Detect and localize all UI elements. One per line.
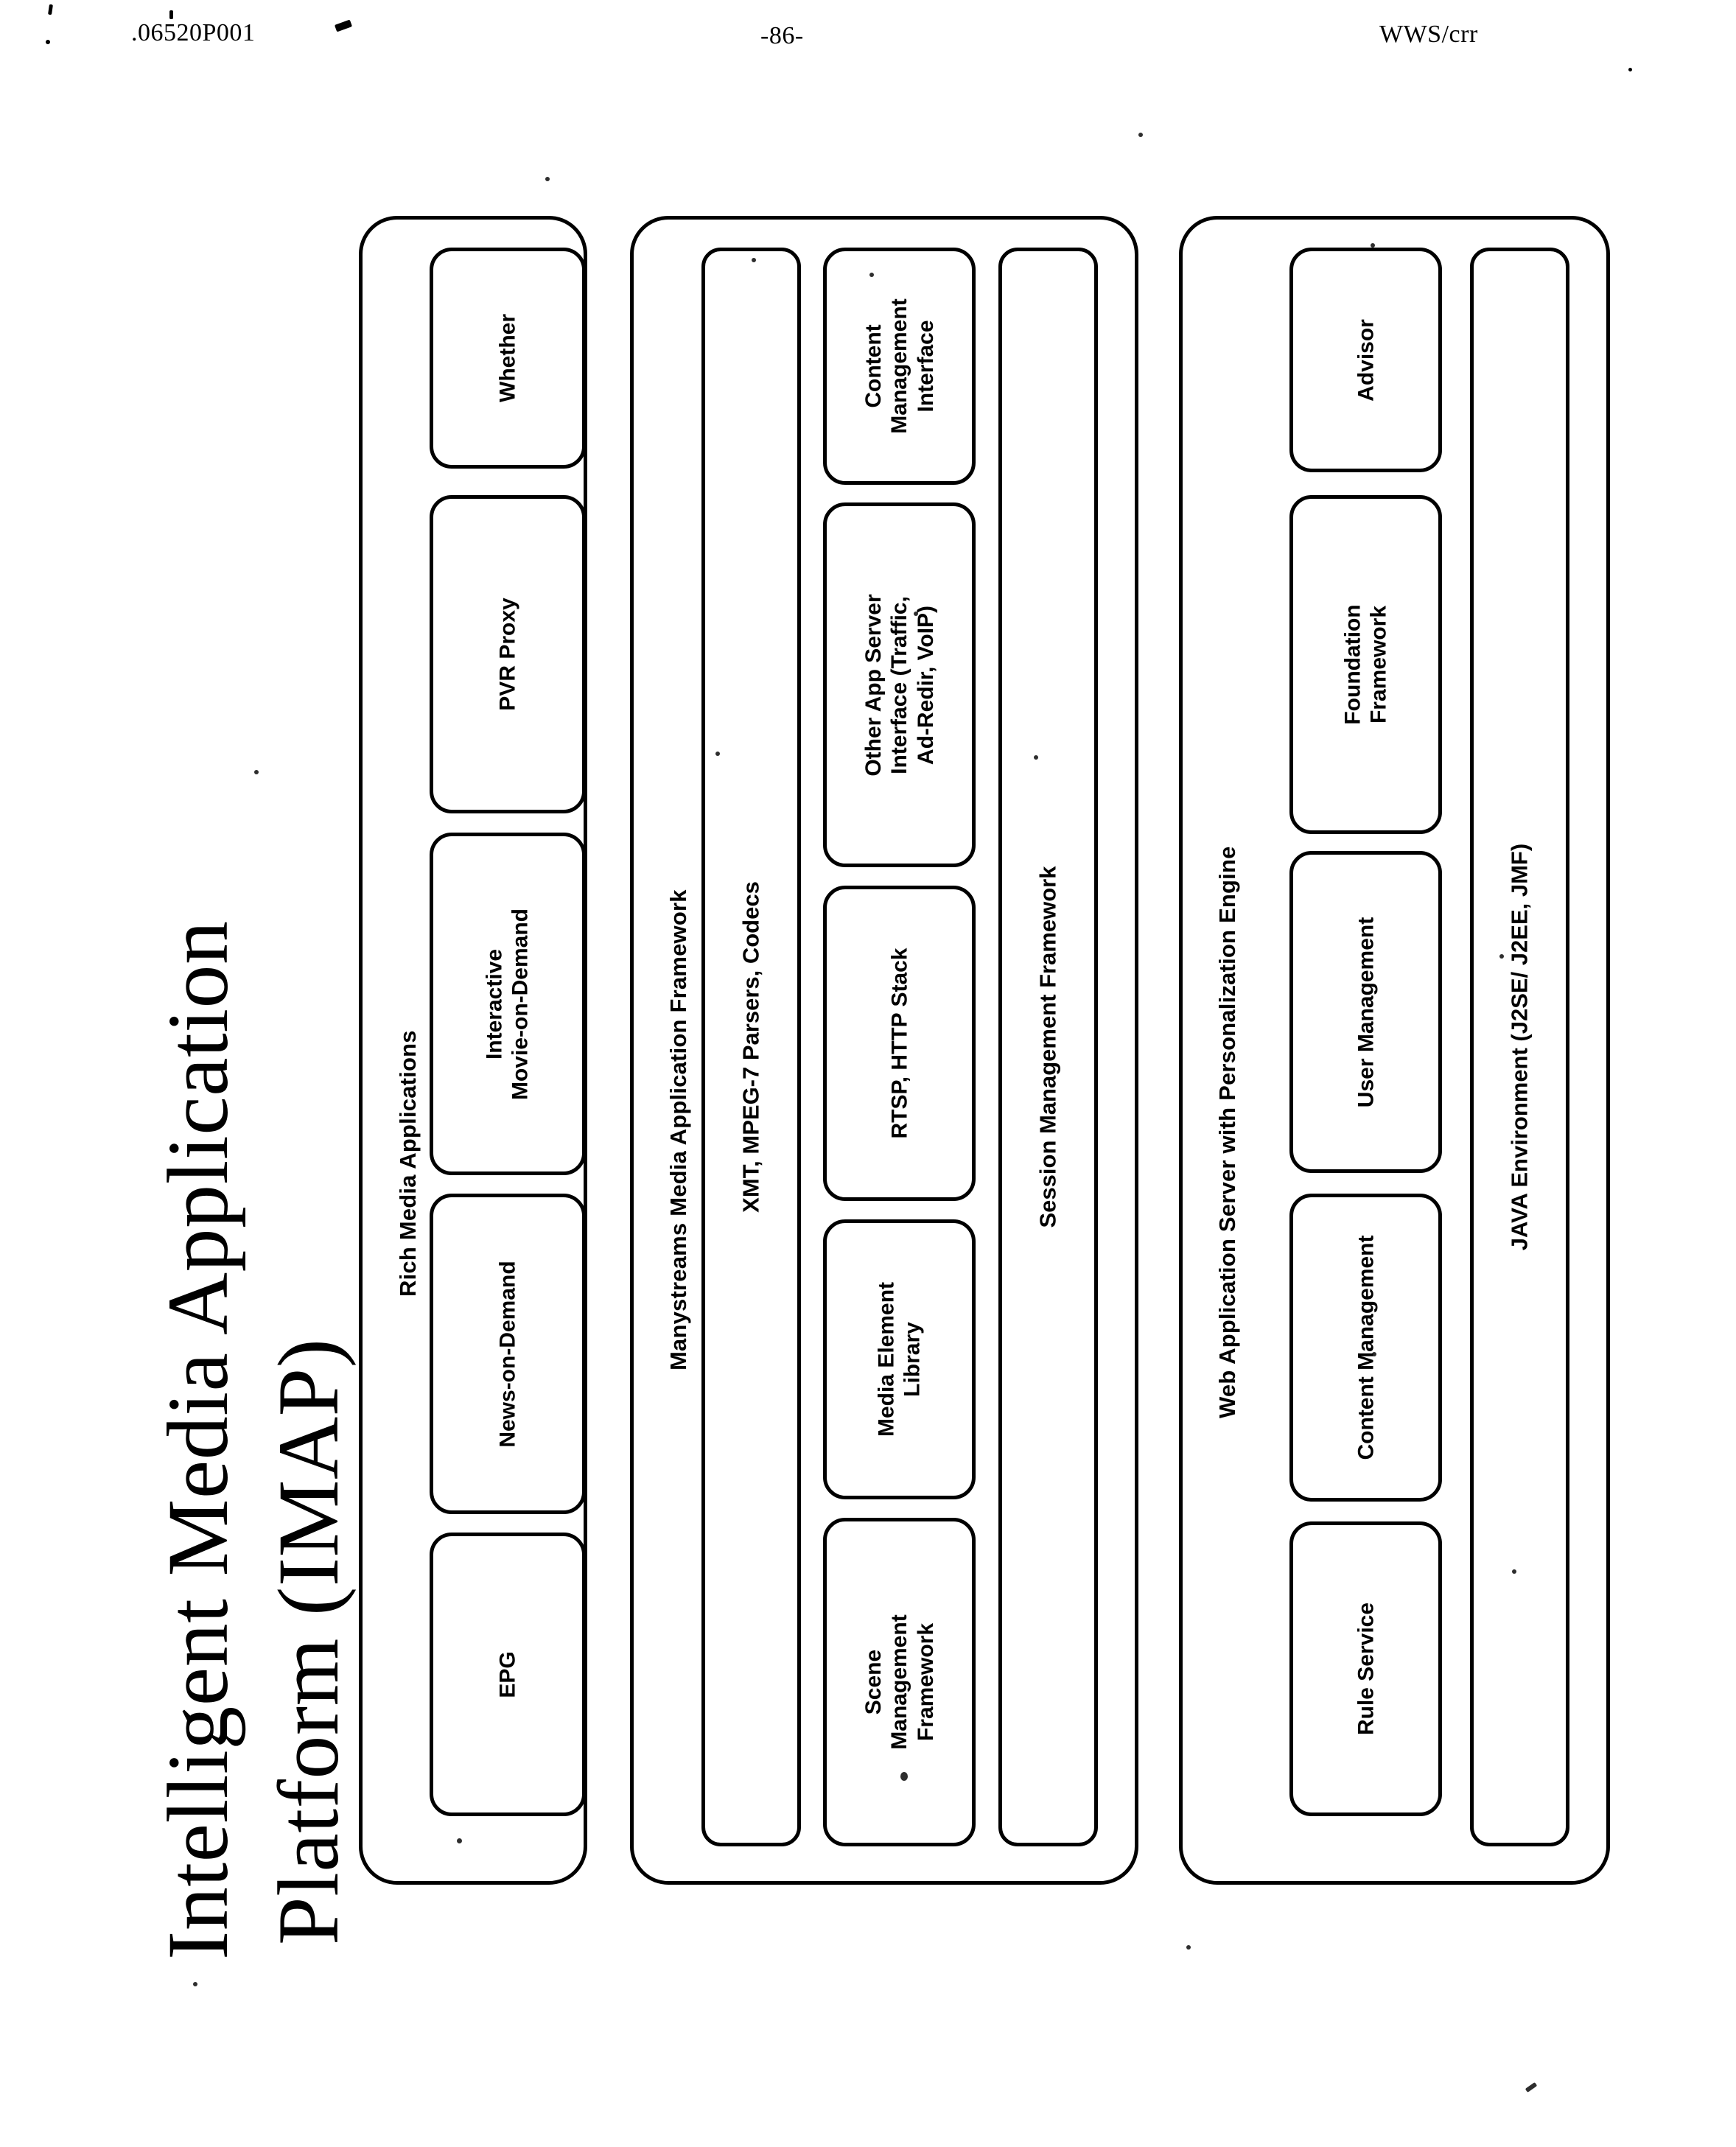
bar-session-management-framework-label: Session Management Framework <box>1035 866 1061 1228</box>
box-rtsp-http-stack[interactable]: RTSP, HTTP Stack <box>823 886 976 1201</box>
box-whether-label: Whether <box>495 314 520 402</box>
scan-artifact-speck <box>46 40 50 44</box>
box-epg[interactable]: EPG <box>430 1533 586 1816</box>
scan-artifact-speck <box>752 258 756 262</box>
box-epg-label: EPG <box>495 1650 520 1698</box>
bar-java-environment[interactable]: JAVA Environment (J2SE/ J2EE, JMF) <box>1470 248 1569 1846</box>
scan-artifact-speck <box>1186 1945 1191 1950</box>
bar-xmt-mpeg7-parsers-codecs-label: XMT, MPEG-7 Parsers, Codecs <box>738 881 764 1213</box>
box-content-management-label: Content Management <box>1353 1235 1378 1460</box>
box-pvr-proxy[interactable]: PVR Proxy <box>430 495 586 813</box>
page-header: .06520P001 -86- WWS/crr <box>0 0 1736 74</box>
scan-artifact-speck <box>900 1772 908 1781</box>
box-rule-service[interactable]: Rule Service <box>1289 1521 1442 1816</box>
panel-rich-media-applications-label: Rich Media Applications <box>395 1030 421 1297</box>
scan-artifact-speck <box>1372 1352 1376 1356</box>
page-number: -86- <box>760 22 804 49</box>
scan-artifact-speck <box>457 1838 462 1843</box>
panel-web-application-server-label: Web Application Server with Personalizat… <box>1214 846 1240 1418</box>
box-user-management[interactable]: User Management <box>1289 851 1442 1173</box>
scan-artifact-speck <box>1628 68 1632 71</box>
scan-artifact-speck <box>869 273 874 277</box>
scan-artifact-speck <box>1525 2081 1538 2093</box>
box-pvr-proxy-label: PVR Proxy <box>495 598 520 711</box>
scan-artifact-speck <box>1512 1569 1516 1574</box>
scan-artifact-speck <box>545 177 550 181</box>
box-advisor-label: Advisor <box>1353 318 1378 402</box>
attorney-initials: WWS/crr <box>1379 21 1478 48</box>
scan-artifact-speck <box>715 752 720 756</box>
box-news-on-demand[interactable]: News-on-Demand <box>430 1194 586 1514</box>
document-number: .06520P001 <box>131 19 256 46</box>
box-rtsp-http-stack-label: RTSP, HTTP Stack <box>886 948 911 1139</box>
scan-artifact-speck <box>1138 133 1143 137</box>
box-content-management[interactable]: Content Management <box>1289 1194 1442 1502</box>
scan-artifact-speck <box>169 10 173 19</box>
bar-xmt-mpeg7-parsers-codecs[interactable]: XMT, MPEG-7 Parsers, Codecs <box>701 248 801 1846</box>
scan-artifact-speck <box>254 770 259 774</box>
box-news-on-demand-label: News-on-Demand <box>495 1260 520 1448</box>
bar-java-environment-label: JAVA Environment (J2SE/ J2EE, JMF) <box>1506 843 1533 1251</box>
box-user-management-label: User Management <box>1353 917 1378 1107</box>
scan-artifact-speck <box>914 612 918 616</box>
scan-artifact-speck <box>193 1982 197 1986</box>
box-rule-service-label: Rule Service <box>1353 1602 1378 1736</box>
scan-artifact-speck <box>1499 954 1504 959</box>
bar-session-management-framework[interactable]: Session Management Framework <box>998 248 1098 1846</box>
scan-artifact-speck <box>1371 243 1375 248</box>
box-advisor[interactable]: Advisor <box>1289 248 1442 472</box>
panel-manystreams-media-application-framework-label: Manystreams Media Application Framework <box>665 889 691 1370</box>
scan-artifact-speck <box>1034 755 1038 760</box>
box-whether[interactable]: Whether <box>430 248 586 469</box>
